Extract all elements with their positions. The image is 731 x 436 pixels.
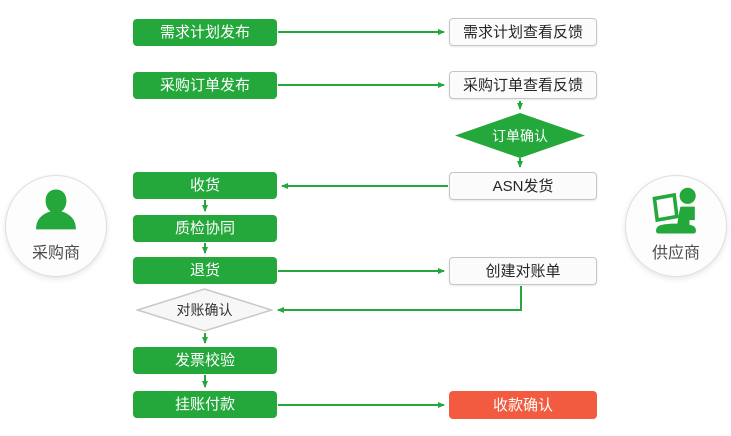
diamond-order-confirm-label: 订单确认 (492, 127, 548, 144)
node-demand-plan-feedback: 需求计划查看反馈 (449, 18, 597, 46)
node-asn-ship: ASN发货 (449, 172, 597, 200)
actor-supplier-label: 供应商 (651, 245, 700, 262)
actor-supplier: 供应商 (625, 175, 727, 277)
diamond-statement-confirm: 对账确认 (136, 288, 273, 332)
node-create-statement: 创建对账单 (449, 257, 597, 285)
node-return-goods: 退货 (133, 257, 277, 284)
node-payment: 挂账付款 (133, 391, 277, 418)
node-invoice-verify: 发票校验 (133, 347, 277, 374)
node-receipt-confirm: 收款确认 (449, 391, 597, 419)
actor-buyer-label: 采购商 (31, 245, 80, 262)
node-quality-check: 质检协同 (133, 215, 277, 242)
supplier-person-laptop-icon (626, 186, 726, 238)
diamond-shape (136, 288, 273, 332)
actor-buyer: 采购商 (5, 175, 107, 277)
node-po-feedback: 采购订单查看反馈 (449, 71, 597, 99)
node-receive: 收货 (133, 172, 277, 199)
buyer-person-icon (6, 186, 106, 238)
diamond-order-confirm: 订单确认 (455, 113, 585, 158)
node-demand-plan-publish: 需求计划发布 (133, 19, 277, 46)
arrow-statement-to-confirm (277, 286, 522, 313)
diamond-shape (455, 113, 585, 158)
diamond-statement-confirm-label: 对账确认 (176, 302, 233, 318)
node-po-publish: 采购订单发布 (133, 72, 277, 99)
